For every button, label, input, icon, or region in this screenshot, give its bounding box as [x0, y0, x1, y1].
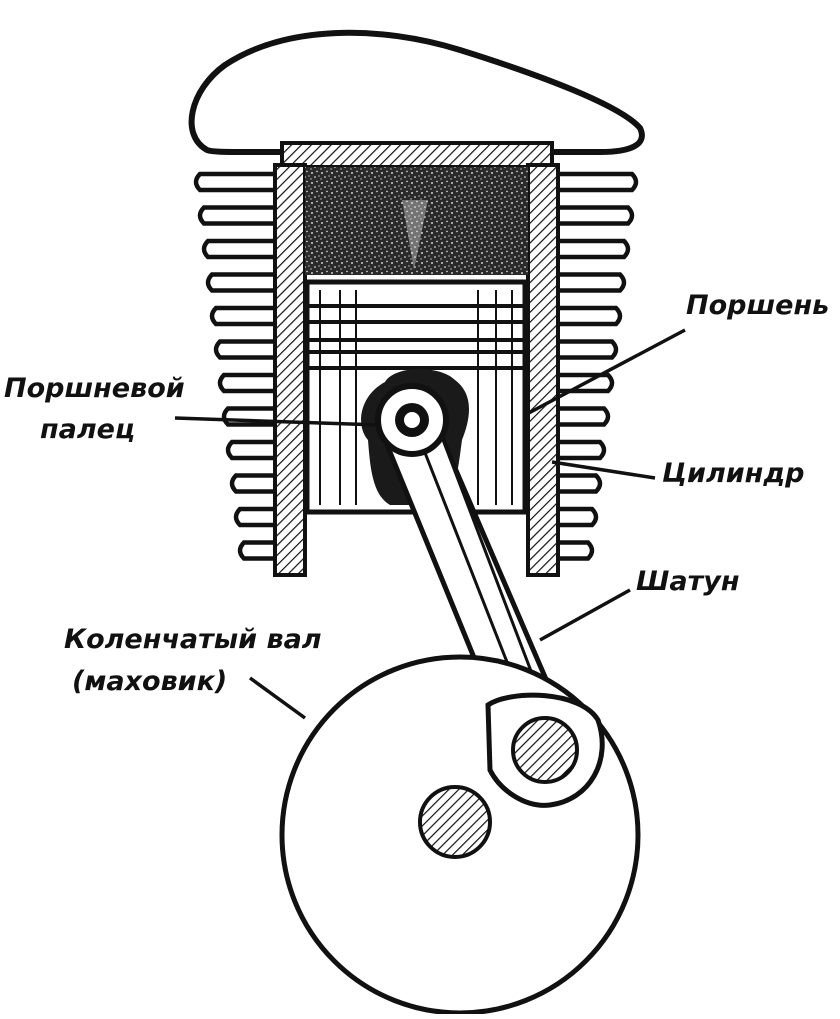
cylinder-wall-right — [526, 163, 560, 577]
label-pin-line1: Поршневой — [4, 373, 185, 404]
fin-right — [556, 339, 619, 360]
leader-rod — [539, 588, 631, 642]
fin-right — [556, 506, 599, 528]
fin-right — [556, 171, 639, 193]
head-gasket — [280, 141, 554, 169]
leader-cylinder — [551, 460, 656, 480]
piston-shading — [319, 290, 513, 505]
leader-lines — [174, 328, 686, 720]
crank-pin — [511, 716, 579, 784]
fin-right — [556, 238, 631, 260]
label-piston: Поршень — [686, 290, 830, 321]
fin-left — [237, 540, 277, 561]
fin-left — [193, 171, 277, 193]
label-rod: Шатун — [636, 566, 740, 597]
label-crank-line1: Коленчатый вал — [64, 624, 322, 655]
fin-right — [556, 305, 623, 327]
leader-piston — [524, 328, 686, 417]
fin-left — [205, 272, 277, 293]
combustion-charge — [305, 167, 528, 275]
label-cylinder: Цилиндр — [662, 458, 805, 489]
fin-right — [556, 205, 635, 226]
fin-left — [225, 439, 277, 461]
fin-left — [201, 238, 277, 260]
fin-left — [233, 506, 277, 528]
fin-left — [209, 305, 277, 327]
cylinder-head — [188, 29, 645, 155]
label-pin-line2: палец — [40, 414, 135, 445]
label-crank-line2: (маховик) — [72, 666, 228, 697]
fin-left — [213, 339, 277, 360]
main-shaft — [418, 785, 492, 859]
fin-right — [556, 540, 595, 561]
spark-flame — [402, 200, 428, 270]
fin-right — [556, 272, 627, 293]
fin-right — [556, 439, 607, 461]
fin-left — [217, 372, 277, 394]
fin-left — [197, 205, 277, 226]
fin-right — [556, 406, 611, 427]
cylinder-wall-left — [273, 163, 307, 577]
piston-rings — [307, 304, 525, 370]
leader-crank — [248, 676, 307, 720]
leader-pin — [174, 416, 381, 427]
fin-right — [556, 473, 603, 494]
piston-pin-core — [404, 412, 420, 428]
fin-left — [229, 473, 277, 494]
